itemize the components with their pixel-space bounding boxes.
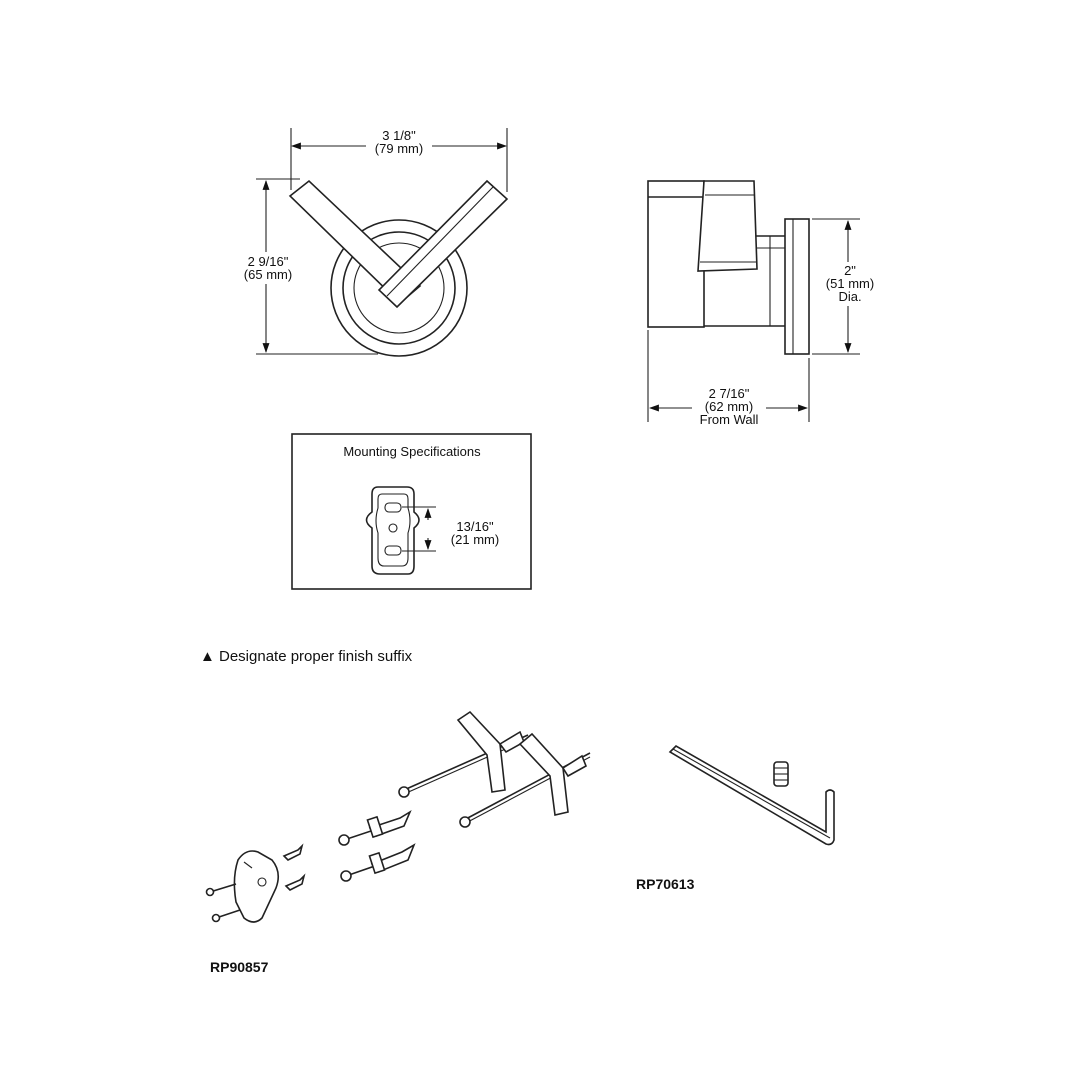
kit-label-rp90857: RP90857 — [210, 959, 269, 975]
mount-spacing-in: 13/16" — [456, 519, 494, 534]
anchor-screw-1 — [338, 810, 412, 846]
side-dia-label: Dia. — [838, 289, 861, 304]
triangle-icon: ▲ — [200, 648, 215, 665]
front-height-mm: (65 mm) — [244, 267, 292, 282]
mounting-specifications-box: Mounting Specifications 13/16" (21 mm) — [291, 433, 532, 590]
kit-label-rp70613: RP70613 — [636, 876, 695, 892]
parts-kit-rp90857: RP90857 — [205, 710, 591, 975]
mount-spacing-mm: (21 mm) — [451, 532, 499, 547]
mounting-title: Mounting Specifications — [343, 444, 481, 459]
front-width-mm: (79 mm) — [375, 141, 423, 156]
finish-note: ▲ Designate proper finish suffix — [200, 648, 413, 665]
anchor-screw-2 — [340, 843, 416, 882]
side-view: 2" (51 mm) Dia. 2 7/16" (62 mm) From Wal… — [647, 180, 874, 427]
front-view: 3 1/8" (79 mm) 2 9/16" (65 mm) — [244, 128, 509, 357]
side-depth-in: 2 7/16" — [709, 386, 750, 401]
front-height-in: 2 9/16" — [248, 254, 289, 269]
side-depth-label: From Wall — [700, 412, 759, 427]
side-dia-in: 2" — [844, 263, 856, 278]
front-width-in: 3 1/8" — [382, 128, 416, 143]
side-dia-mm: (51 mm) — [826, 276, 874, 291]
finish-note-text: Designate proper finish suffix — [219, 648, 413, 665]
side-depth-mm: (62 mm) — [705, 399, 753, 414]
parts-kit-rp70613: RP70613 — [636, 745, 835, 892]
